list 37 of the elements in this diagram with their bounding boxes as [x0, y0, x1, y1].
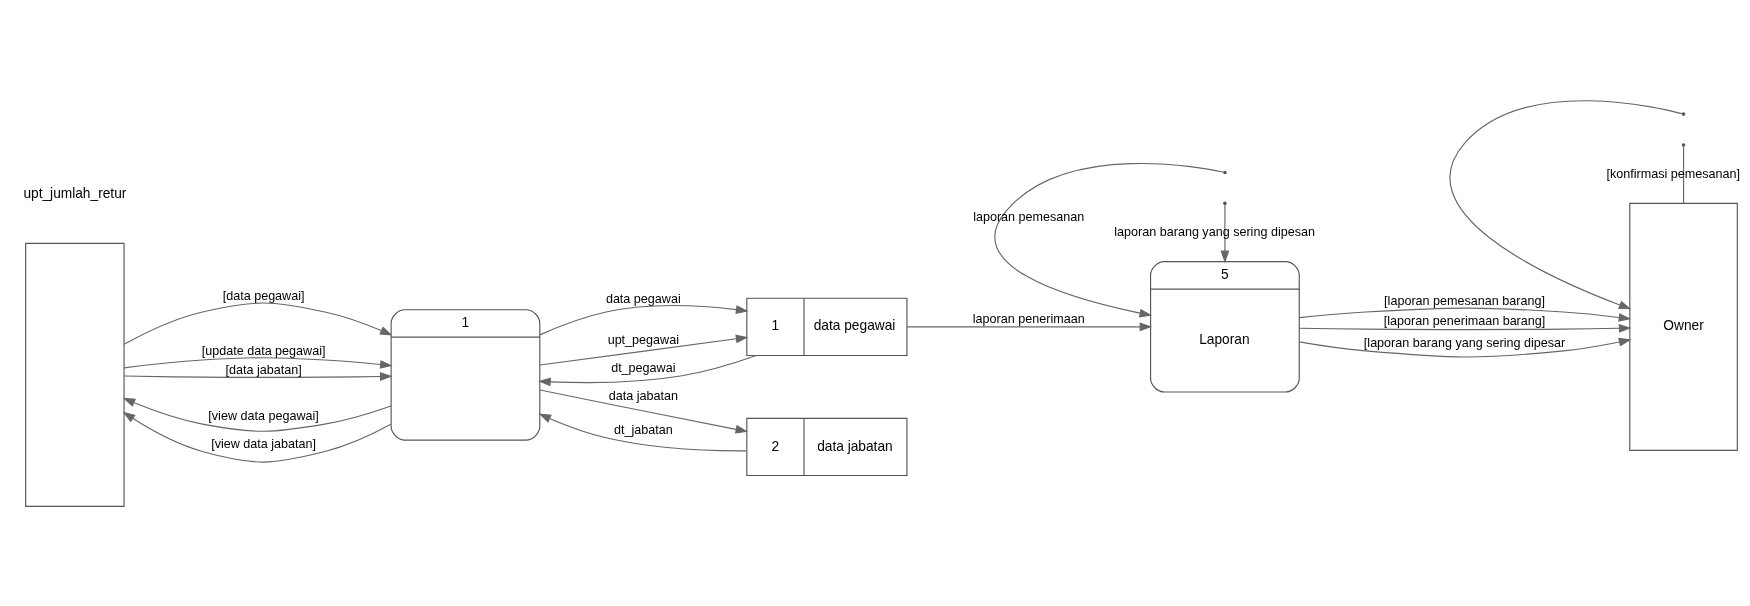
arrow — [1298, 307, 1631, 322]
label: upt_jumlah_retur — [22, 185, 126, 201]
arrow — [539, 389, 748, 434]
arrow — [123, 301, 393, 345]
arrow — [537, 354, 757, 386]
edge-label: laporan pemesanan — [972, 209, 1084, 224]
arrow — [1448, 99, 1682, 309]
arrow — [993, 162, 1224, 317]
arrow — [538, 304, 748, 335]
edge-label: data pegawai — [605, 291, 681, 306]
edge-label: dt_jabatan — [613, 422, 673, 437]
edge-label: [view data jabatan] — [210, 436, 316, 451]
edge-label: [update data pegawai] — [201, 343, 325, 358]
edge-label: [data pegawai] — [222, 288, 305, 303]
arrow — [1298, 323, 1631, 333]
edge-label: [laporan penerimaan barang] — [1383, 313, 1545, 328]
arrow — [906, 321, 1152, 331]
arrow — [539, 334, 748, 366]
edge-label: laporan barang yang sering dipesan — [1113, 224, 1315, 239]
arrow — [123, 356, 393, 369]
connector — [1682, 145, 1684, 204]
edge-label: data jabatan — [608, 388, 678, 403]
node-box: Owner — [1628, 202, 1738, 451]
edge-label: laporan penerimaan — [972, 311, 1085, 326]
edge-label: [laporan barang yang sering dipesar — [1363, 335, 1565, 350]
arrow — [123, 371, 393, 381]
edge-label: [laporan pemesanan barang] — [1383, 293, 1545, 308]
arrow — [1298, 337, 1631, 358]
edge-label: upt_pegawai — [607, 332, 679, 347]
arrow — [1220, 203, 1229, 263]
node-box — [24, 242, 125, 507]
arrow — [537, 413, 747, 451]
edge-label: [view data pegawai] — [207, 408, 319, 423]
edge-label: dt_pegawai — [610, 360, 675, 375]
arrow — [122, 411, 391, 463]
edge-label: [data jabatan] — [224, 362, 302, 377]
arrow — [122, 397, 392, 432]
